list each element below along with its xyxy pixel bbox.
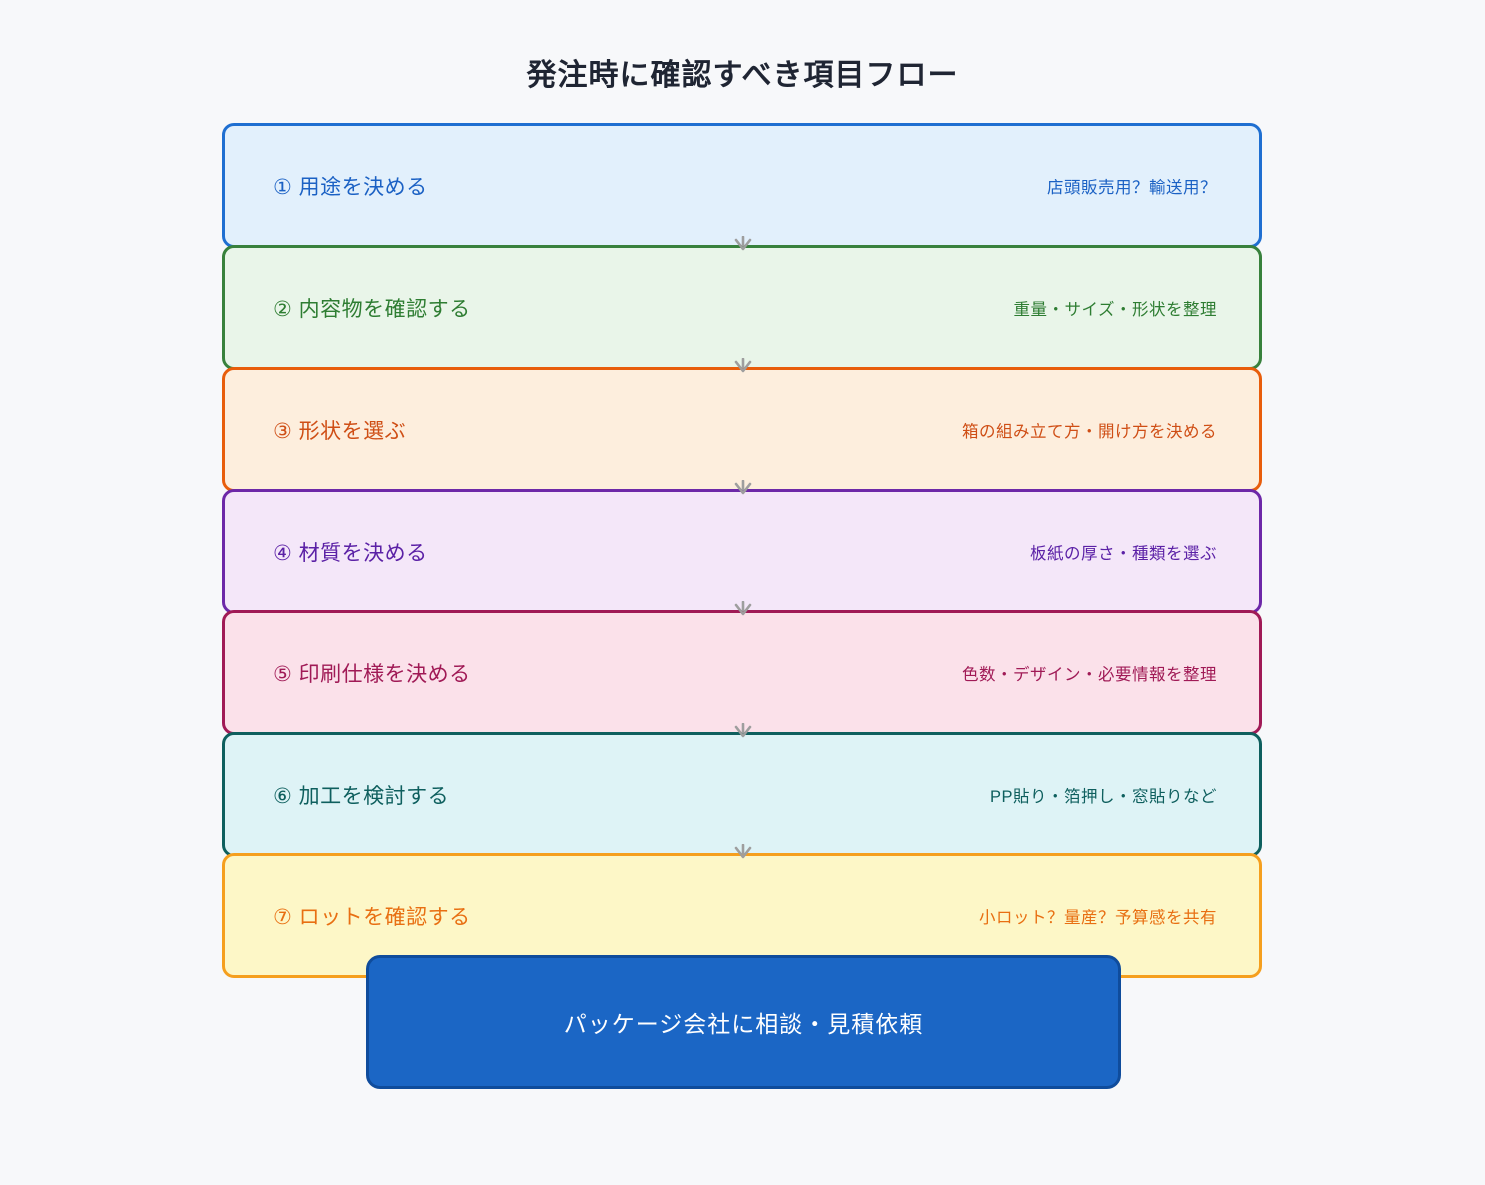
step-label: ③ 形状を選ぶ xyxy=(273,419,407,443)
step-note: 小ロット？量産？予算感を共有 xyxy=(979,908,1217,927)
step-label: ④ 材質を決める xyxy=(273,541,428,565)
step-note: 重量・サイズ・形状を整理 xyxy=(1013,300,1217,319)
step-label: ② 内容物を確認する xyxy=(273,297,471,321)
step-label: ⑥ 加工を検討する xyxy=(273,784,450,808)
step-box-finishing: ⑥ 加工を検討する PP貼り・箔押し・窓貼りなど xyxy=(222,732,1262,857)
step-note: 箱の組み立て方・開け方を決める xyxy=(962,422,1217,441)
step-note: 店頭販売用？輸送用？ xyxy=(1047,178,1217,197)
step-label: ① 用途を決める xyxy=(273,175,428,199)
step-box-contents: ② 内容物を確認する 重量・サイズ・形状を整理 xyxy=(222,245,1262,370)
step-label: ⑦ ロットを確認する xyxy=(273,905,471,929)
step-label: ⑤ 印刷仕様を決める xyxy=(273,662,471,686)
step-note: 板紙の厚さ・種類を選ぶ xyxy=(1030,544,1217,563)
page-title: 発注時に確認すべき項目フロー xyxy=(526,59,959,92)
consult-cta-label: パッケージ会社に相談・見積依頼 xyxy=(563,1011,924,1037)
step-note: PP貼り・箔押し・窓貼りなど xyxy=(989,787,1217,806)
step-note: 色数・デザイン・必要情報を整理 xyxy=(962,665,1217,684)
step-box-usage: ① 用途を決める 店頭販売用？輸送用？ xyxy=(222,123,1262,248)
step-box-printing: ⑤ 印刷仕様を決める 色数・デザイン・必要情報を整理 xyxy=(222,610,1262,735)
consult-cta-button[interactable]: パッケージ会社に相談・見積依頼 xyxy=(366,955,1121,1089)
step-box-material: ④ 材質を決める 板紙の厚さ・種類を選ぶ xyxy=(222,489,1262,614)
step-box-shape: ③ 形状を選ぶ 箱の組み立て方・開け方を決める xyxy=(222,367,1262,492)
